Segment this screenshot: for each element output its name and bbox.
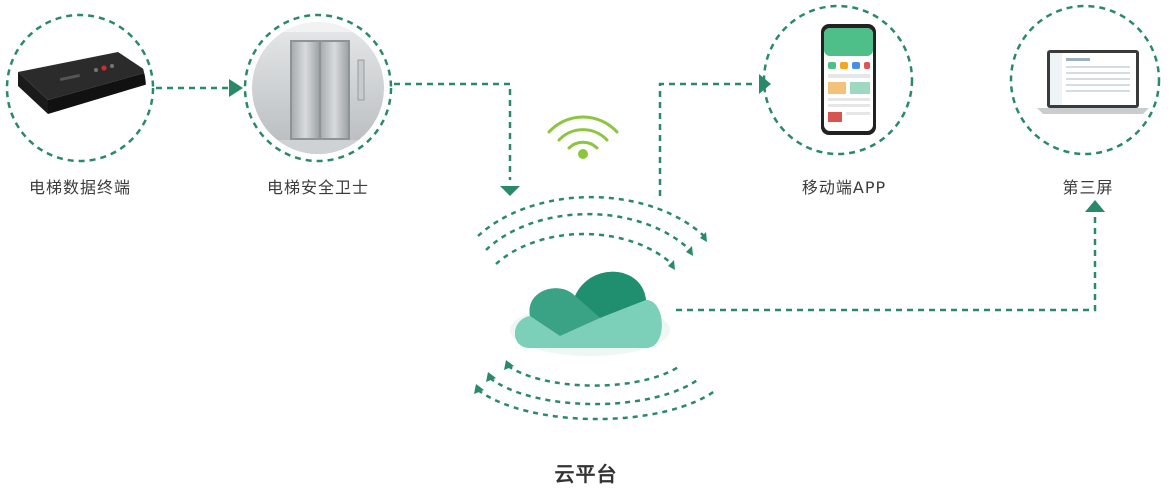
arrow-icon — [686, 246, 693, 256]
node-label-terminal: 电梯数据终端 — [28, 178, 132, 197]
node-label-guard: 电梯安全卫士 — [266, 178, 370, 197]
smartphone-app-icon — [821, 24, 876, 135]
arrow-icon — [700, 232, 707, 242]
signal-arcs-bottom — [477, 364, 717, 421]
signal-arcs-top — [477, 195, 705, 265]
arrow-icon — [668, 260, 675, 270]
cloud-label: 云平台 — [554, 462, 618, 486]
node-label-mobile: 移动端APP — [801, 178, 887, 197]
laptop-screen-icon — [1037, 50, 1149, 114]
elevator-data-terminal-icon — [18, 52, 146, 114]
arrow-right-icon — [759, 74, 771, 94]
arrow-icon — [504, 360, 514, 370]
arrow-down-icon — [500, 186, 520, 196]
cloud-icon — [510, 271, 670, 356]
arrow-up-icon — [1085, 200, 1105, 212]
wifi-icon — [547, 115, 619, 159]
arrow-right-icon — [229, 79, 243, 97]
connector-guard-cloud — [394, 82, 512, 180]
node-circle-terminal — [5, 13, 155, 163]
node-label-screen: 第三屏 — [1062, 178, 1114, 197]
node-circle-screen — [1009, 4, 1161, 156]
node-circle-guard — [243, 13, 393, 163]
arrow-icon — [486, 372, 496, 382]
connector-cloud-screen — [676, 215, 1097, 312]
arrow-icon — [474, 384, 484, 394]
connector-cloud-mobile — [658, 82, 756, 196]
